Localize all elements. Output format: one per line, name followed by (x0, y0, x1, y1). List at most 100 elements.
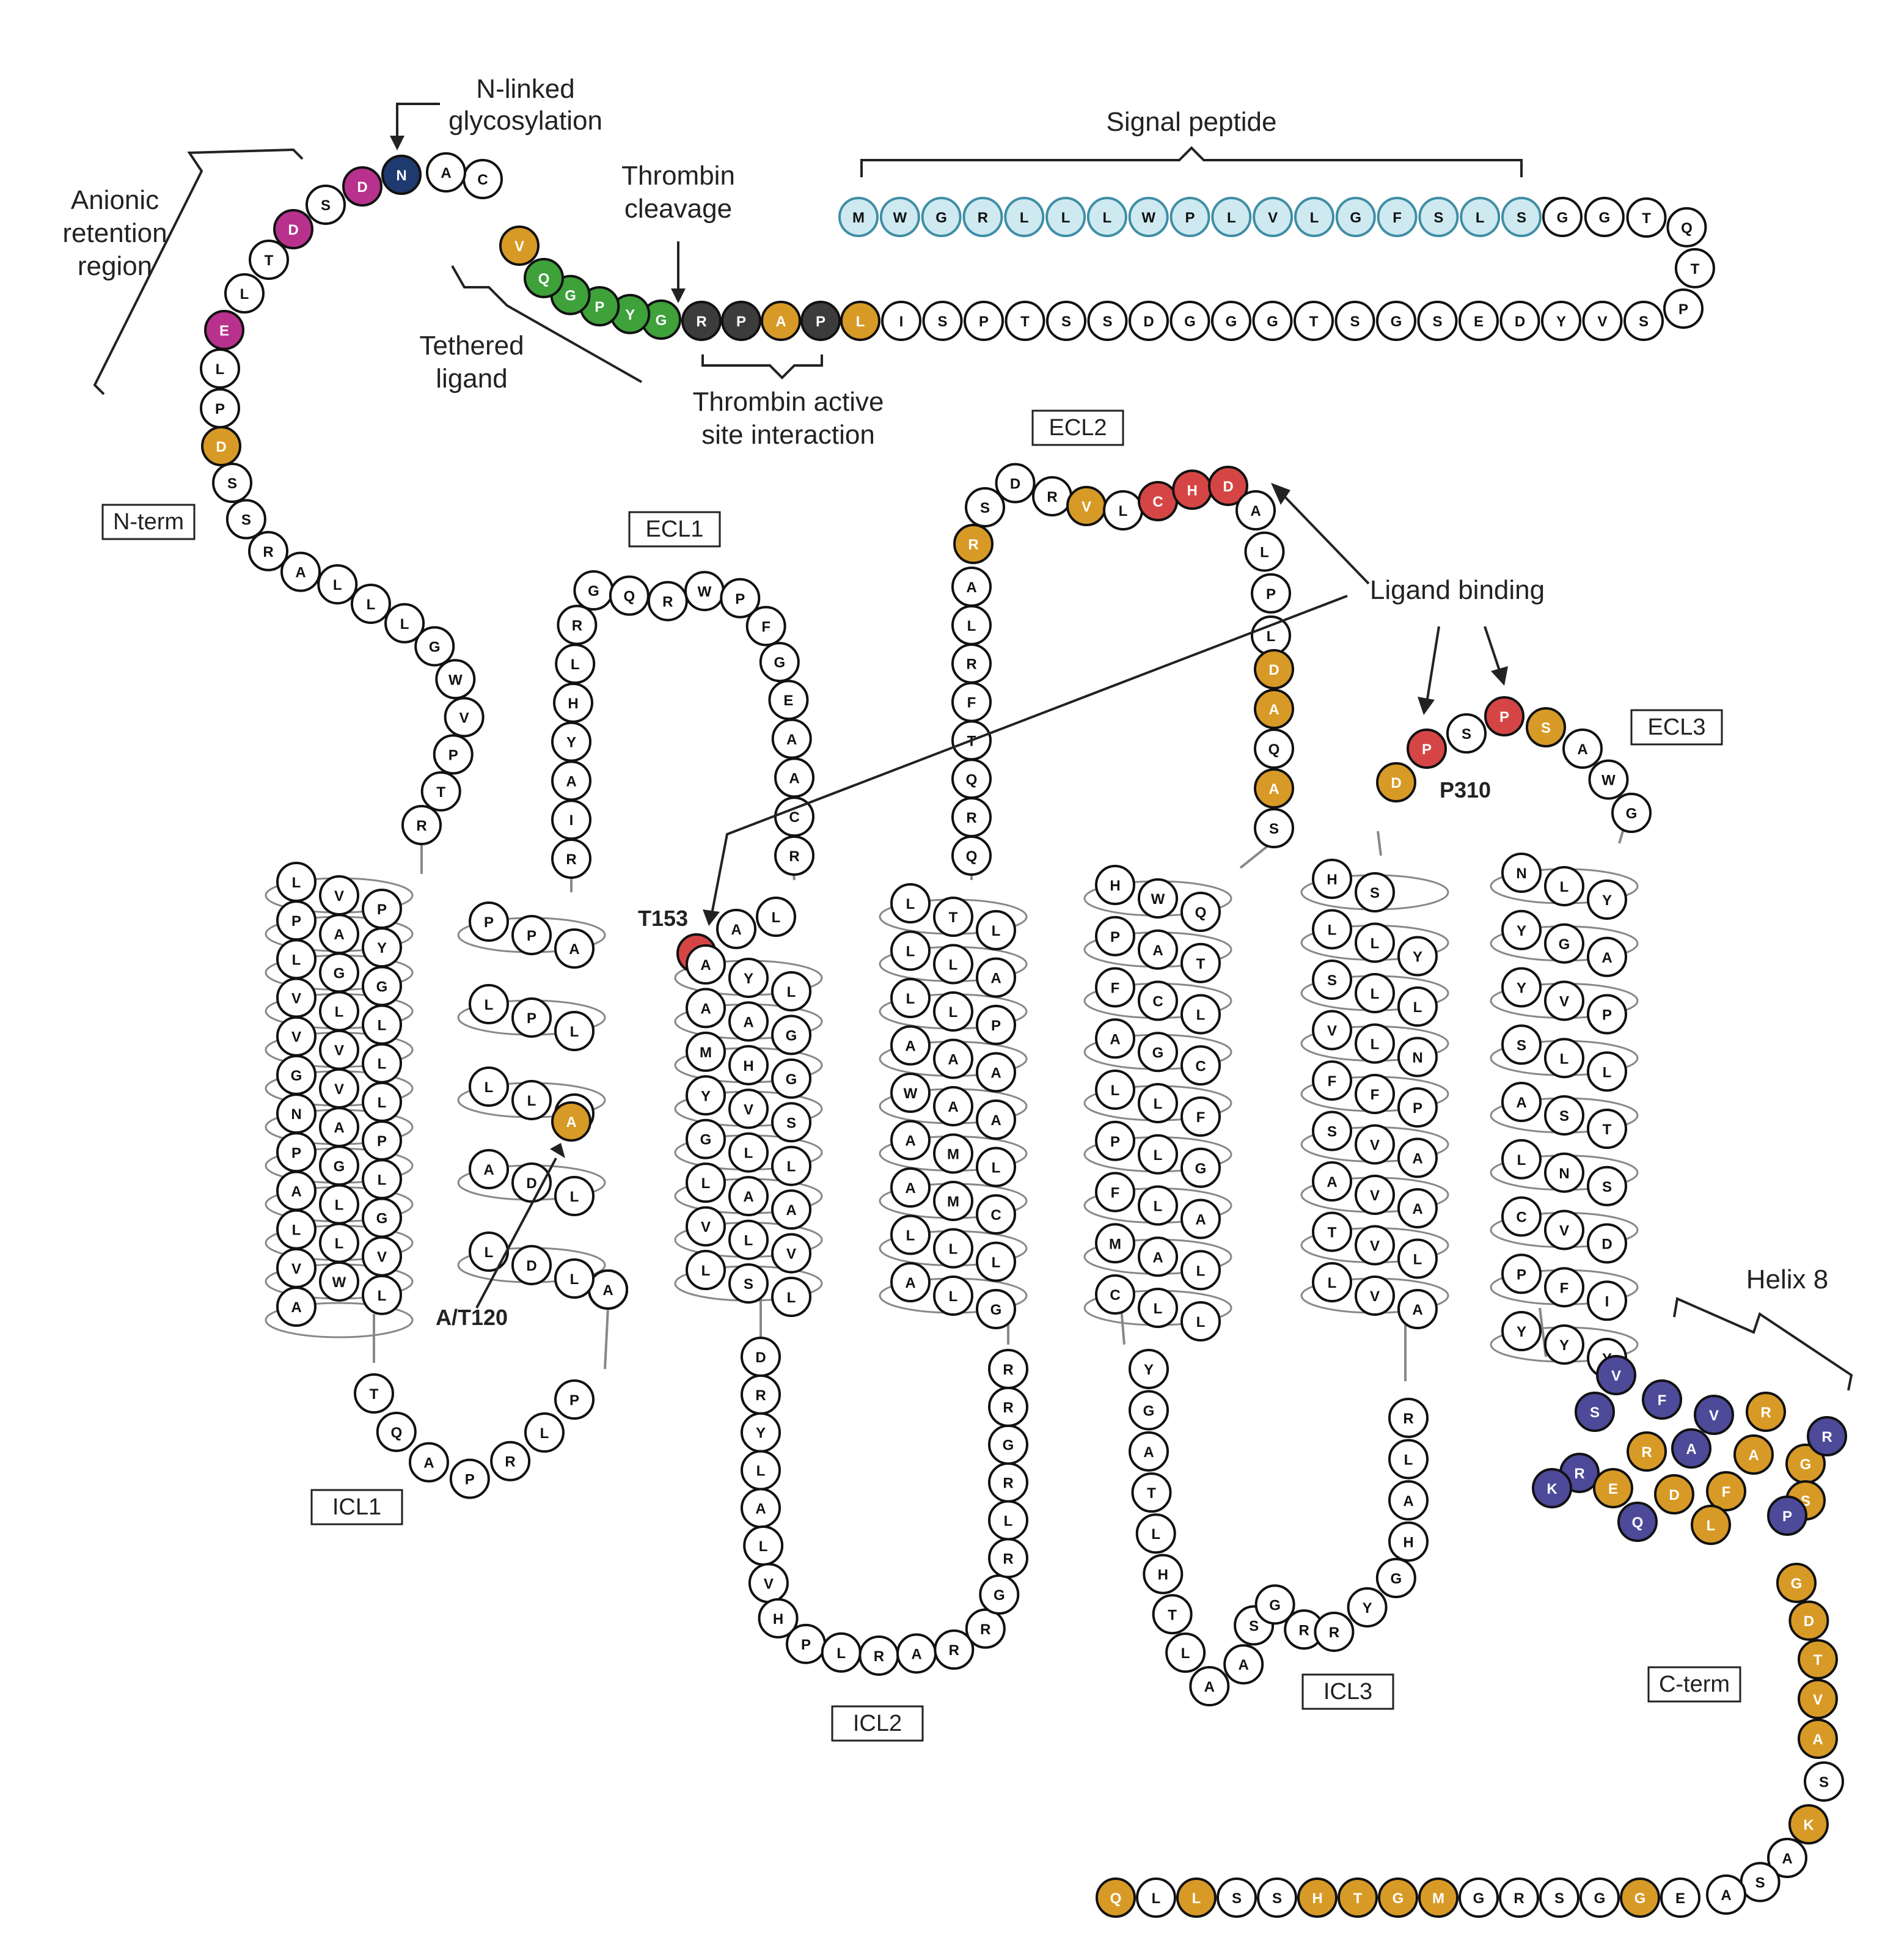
residue-cleavage_R-0: R (681, 301, 722, 341)
residue-letter: A (990, 1112, 1001, 1129)
ligand-arrowhead-p310a (1418, 697, 1435, 715)
residue-nterm_tail-0: S (212, 463, 252, 503)
residue-letter: L (570, 1189, 579, 1205)
residue-letter: S (1517, 210, 1526, 226)
signal-peptide-label: Signal peptide (1107, 107, 1277, 137)
residue-letter: E (1474, 314, 1484, 330)
residue-nterm_tail-3: A (280, 551, 321, 592)
residue-letter: T (1309, 314, 1319, 330)
residue-tm4-17: A (976, 1052, 1016, 1093)
residue-tm5-18: F (1095, 1172, 1135, 1213)
backbone-line (1377, 831, 1382, 856)
residue-circle (1706, 1471, 1746, 1511)
residue-tm3b-17: A (771, 1189, 811, 1230)
residue-letter: S (1249, 1618, 1259, 1635)
residue-letter: Y (1517, 980, 1526, 997)
residue-tm6-23: Y (1397, 936, 1438, 977)
residue-tm6-8: A (1397, 1188, 1438, 1228)
residue-icl2-13: R (965, 1608, 1006, 1649)
residue-circle (1254, 1584, 1295, 1625)
residue-circle (1587, 936, 1627, 977)
residue-circle (557, 604, 598, 645)
residue-circle (1663, 288, 1704, 329)
residue-ecl2_SDR-0: S (965, 487, 1005, 527)
residue-ecl2_DA-1: A (1254, 689, 1294, 729)
residue-circle (933, 897, 973, 937)
residue-letter: R (696, 314, 706, 330)
residue-letter: G (376, 1210, 388, 1227)
residue-circle (1095, 1223, 1135, 1264)
residue-letter: P (1266, 586, 1276, 603)
residue-tm5-1: W (1138, 878, 1178, 919)
residue-top_return-13: S (1087, 301, 1128, 341)
residue-ecl2_CHD-2: D (1208, 466, 1248, 506)
residue-letter: Y (1517, 923, 1526, 939)
residue-circle (890, 978, 931, 1018)
residue-top_return-4: E (1459, 301, 1499, 341)
residue-cleavage_P1-0: P (721, 301, 761, 341)
residue-tm4-2: G (976, 1289, 1016, 1329)
thrombin-cleavage-label-2: cleavage (624, 194, 732, 224)
residue-letter: L (333, 577, 342, 593)
residue-letter: S (980, 500, 990, 516)
residue-circle (444, 697, 485, 738)
residue-tm4-8: C (976, 1194, 1016, 1235)
residue-letter: F (1196, 1109, 1206, 1126)
residue-circle (1397, 1137, 1438, 1178)
residue-tm7-3: Y (1501, 909, 1542, 950)
anionic-brace (93, 148, 304, 395)
residue-letter: D (1804, 1613, 1814, 1630)
residue-icl2-15: R (988, 1538, 1028, 1579)
residue-tm2b-9: L (469, 984, 509, 1024)
residue-letter: R (789, 848, 799, 865)
residue-circle (1095, 865, 1135, 905)
residue-tm6-17: N (1397, 1037, 1438, 1077)
residue-circle (1626, 197, 1667, 238)
residue-letter: V (701, 1219, 711, 1236)
residue-circle (840, 301, 880, 341)
residue-signal-6: L (1086, 197, 1127, 237)
residue-top_return-9: G (1252, 301, 1293, 341)
residue-letter: P (991, 1018, 1001, 1034)
residue-circle (1189, 1666, 1230, 1707)
residue-circle (319, 1261, 359, 1302)
residue-letter: G (656, 312, 667, 329)
residue-tm5-19: L (1138, 1185, 1178, 1226)
residue-circle (1397, 986, 1438, 1027)
residue-letter: S (1819, 1774, 1829, 1791)
residue-letter: G (334, 1158, 345, 1175)
residue-tm1-11: L (362, 1004, 402, 1045)
residue-letter: G (1393, 1890, 1404, 1907)
residue-letter: Y (1144, 1362, 1154, 1378)
residue-circle (1804, 1761, 1844, 1802)
residue-tm4-5: L (976, 1241, 1016, 1282)
ecl2-box (1031, 409, 1124, 446)
residue-letter: M (947, 1194, 959, 1210)
residue-letter: A (291, 1183, 301, 1200)
residue-tm1-27: L (276, 1209, 317, 1250)
residue-tm4-19: L (933, 991, 973, 1032)
residue-circle (774, 835, 814, 876)
residue-letter: S (1541, 720, 1551, 736)
residue-circle (1180, 892, 1221, 932)
residue-letter: G (935, 210, 947, 226)
residue-letter: S (1232, 1890, 1242, 1907)
residue-letter: C (1195, 1058, 1206, 1074)
residue-circle (1388, 1480, 1429, 1521)
residue-cterm5-7: G (1378, 1877, 1418, 1918)
residue-tm2b-1: D (511, 1245, 552, 1285)
residue-letter: S (1327, 1124, 1337, 1140)
residue-circle (1620, 1877, 1660, 1918)
residue-icl1-3: P (449, 1458, 490, 1499)
residue-helix8-14: Q (1617, 1502, 1658, 1542)
residue-letter: V (1082, 499, 1091, 515)
residue-icl2-14: G (979, 1574, 1020, 1615)
residue-tm7-2: Y (1587, 879, 1627, 920)
residue-letter: A (1686, 1441, 1696, 1458)
residue-letter: F (761, 618, 770, 635)
residue-circle (1169, 197, 1210, 237)
residue-letter: D (1268, 662, 1279, 678)
residue-letter: S (786, 1115, 796, 1131)
residue-icl1-6: P (554, 1379, 595, 1420)
residue-cterm2-0: S (1804, 1761, 1844, 1802)
